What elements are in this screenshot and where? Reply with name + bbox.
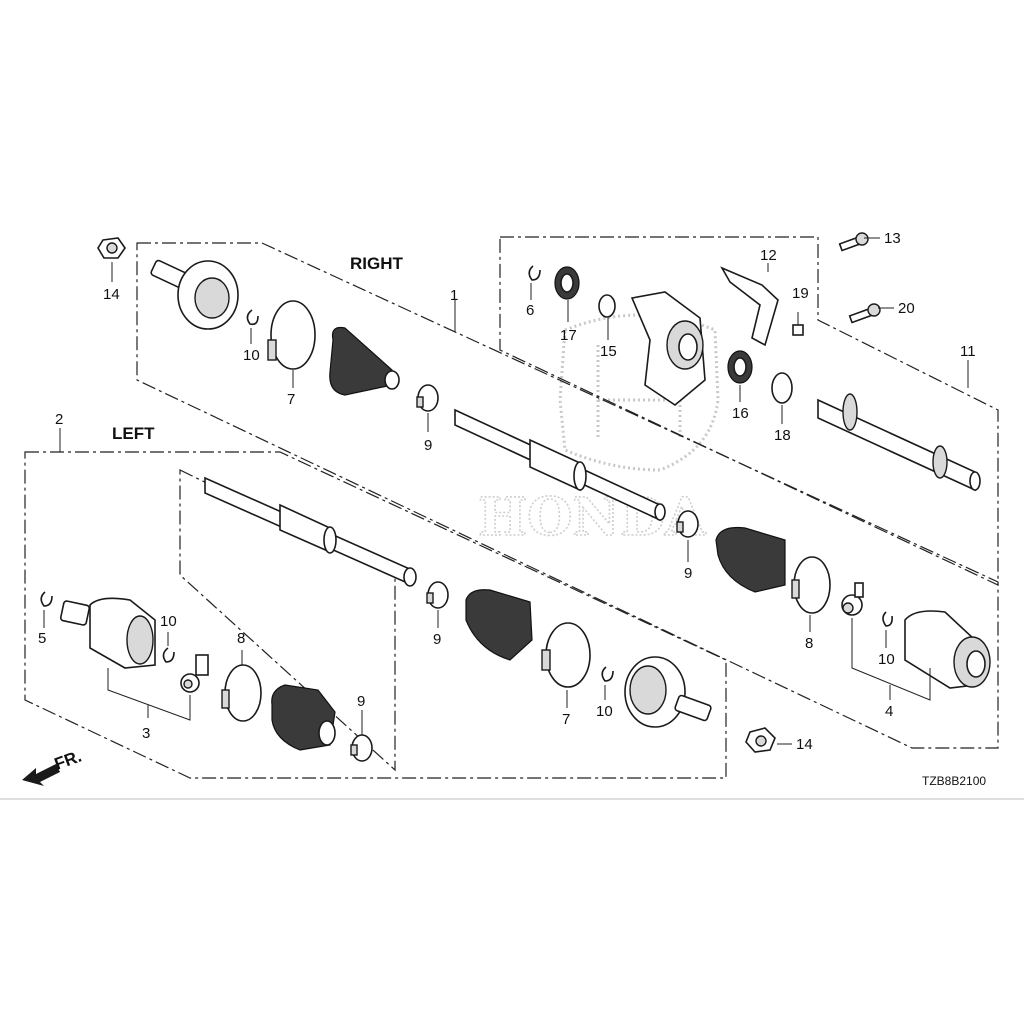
- callout-9-left-b: 9: [433, 631, 441, 648]
- callout-10-right-b: 10: [878, 651, 895, 668]
- callout-1: 1: [450, 287, 458, 304]
- part-right-axle-shaft: [454, 408, 666, 522]
- part-boot-right-outer: [329, 326, 400, 396]
- part-20-bolt: [848, 303, 881, 324]
- callout-2: 2: [55, 411, 63, 428]
- part-8-band-left: [221, 664, 262, 722]
- callout-14-top: 14: [103, 286, 120, 303]
- arrow-icon: [22, 764, 60, 786]
- part-3-inner-joint-left: [59, 597, 156, 669]
- part-outer-cv-joint-left: [624, 656, 712, 728]
- part-13-bolt: [838, 232, 869, 252]
- part-outer-cv-joint-right: [150, 259, 239, 330]
- part-7-band-left: [541, 622, 591, 688]
- callout-10-left-a: 10: [160, 613, 177, 630]
- callout-17: 17: [560, 327, 577, 344]
- part-10-clip-left-b: [601, 666, 614, 682]
- left-label: LEFT: [112, 424, 155, 443]
- part-6-snap-ring: [528, 265, 541, 281]
- callout-8-left: 8: [237, 630, 245, 647]
- part-18-circlip: [771, 372, 793, 404]
- part-boot-left-outer: [465, 589, 533, 661]
- callout-20: 20: [898, 300, 915, 317]
- callout-10-left-b: 10: [596, 703, 613, 720]
- callout-3: 3: [142, 725, 150, 742]
- part-tripod-right: [841, 582, 864, 616]
- part-4-inner-joint-right: [904, 610, 991, 689]
- callout-9-right-a: 9: [424, 437, 432, 454]
- callout-9-left-a: 9: [357, 693, 365, 710]
- callout-15: 15: [600, 343, 617, 360]
- intermediate-shaft-group-outline: [499, 236, 999, 586]
- part-boot-left-inner: [271, 684, 336, 751]
- callout-11: 11: [960, 343, 976, 360]
- callout-8-right: 8: [805, 635, 813, 652]
- callout-7-left: 7: [562, 711, 570, 728]
- part-10-clip-left-a: [162, 647, 175, 663]
- front-direction-arrow: FR.: [22, 747, 84, 786]
- part-bearing-support: [630, 291, 706, 406]
- right-shaft-group-outline: [136, 242, 999, 749]
- callout-12: 12: [760, 247, 777, 264]
- part-10-clip-right-b: [882, 611, 893, 627]
- callout-7-right: 7: [287, 391, 295, 408]
- part-5-snap-ring: [40, 591, 53, 607]
- callout-9-right-b: 9: [684, 565, 692, 582]
- callout-16: 16: [732, 405, 749, 422]
- right-label: RIGHT: [350, 254, 404, 273]
- part-15-circlip: [598, 294, 616, 318]
- part-14-nut-top: [97, 237, 126, 259]
- part-boot-right-inner: [715, 526, 786, 593]
- part-9-band-left-b: [426, 581, 449, 609]
- left-shaft-group-outline: [24, 451, 727, 779]
- part-7-band-right: [267, 300, 316, 370]
- leader-lines: [43, 237, 969, 745]
- part-11-intermediate-shaft: [817, 393, 981, 492]
- callout-6: 6: [526, 302, 534, 319]
- part-tripod-left: [180, 654, 209, 693]
- part-19-bolt: [792, 312, 804, 336]
- part-9-band-right-a: [416, 384, 439, 412]
- callout-10-right-a: 10: [243, 347, 260, 364]
- figure-code: TZB8B2100: [922, 774, 986, 788]
- callout-14-bottom: 14: [796, 736, 813, 753]
- direction-label: FR.: [52, 747, 84, 774]
- watermark-text: HONDA: [478, 487, 706, 548]
- part-9-band-left-a: [350, 734, 373, 762]
- part-10-clip-right-a: [246, 309, 259, 326]
- part-14-nut-bottom: [745, 727, 776, 753]
- callout-numbers: 14 10 7 1 9 2 6 17 15 12 19 16 18 11 13 …: [38, 230, 976, 753]
- callout-18: 18: [774, 427, 791, 444]
- honda-watermark: HONDA: [477, 313, 720, 549]
- callout-5: 5: [38, 630, 46, 647]
- part-8-band-right: [791, 556, 831, 614]
- part-left-axle-shaft: [204, 476, 417, 587]
- part-9-band-right-b: [676, 510, 699, 538]
- part-12-bracket: [720, 266, 779, 347]
- callout-19: 19: [792, 285, 809, 302]
- callout-13: 13: [884, 230, 901, 247]
- callout-4: 4: [885, 703, 893, 720]
